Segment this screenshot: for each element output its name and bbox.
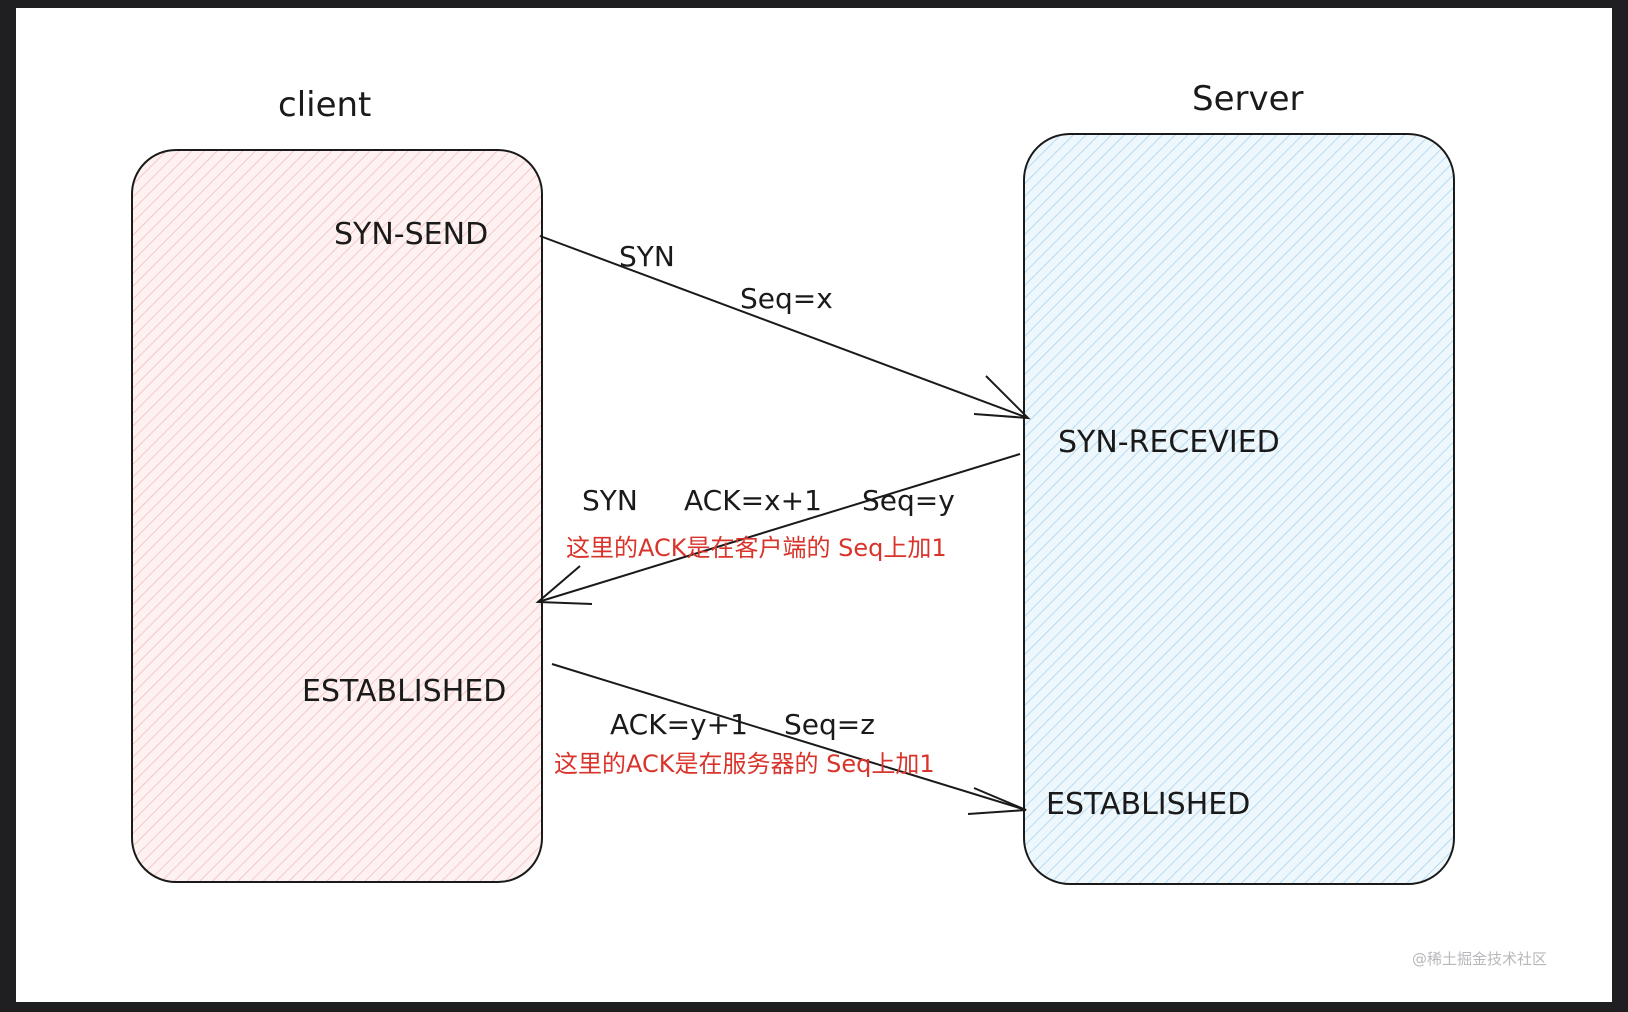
msg2-note: 这里的ACK是在客户端的 Seq上加1 [566, 534, 947, 562]
msg2-flag: SYN [582, 484, 638, 517]
server-title: Server [1192, 79, 1304, 119]
server-box [1023, 133, 1455, 885]
handshake-diagram: client Server SYN-SEND ESTABLISHED SYN-R… [131, 79, 1547, 968]
arrow-ack [551, 663, 1027, 815]
diagram-canvas: client Server SYN-SEND ESTABLISHED SYN-R… [16, 8, 1612, 1002]
client-box [131, 149, 543, 883]
watermark: @稀土掘金技术社区 [1412, 950, 1547, 968]
msg3-seq: Seq=z [784, 708, 875, 741]
server-state-syn-received: SYN-RECEVIED [1058, 425, 1280, 460]
msg2-ack: ACK=x+1 [684, 484, 822, 517]
msg3-note: 这里的ACK是在服务器的 Seq上加1 [554, 750, 935, 778]
msg3-ack: ACK=y+1 [610, 708, 748, 741]
client-state-syn-send: SYN-SEND [334, 217, 488, 252]
msg2-seq: Seq=y [862, 484, 955, 517]
server-state-established: ESTABLISHED [1046, 787, 1250, 822]
msg1-seq: Seq=x [740, 282, 833, 315]
client-title: client [278, 85, 371, 125]
client-state-established: ESTABLISHED [302, 674, 506, 709]
arrow-syn-ack [535, 453, 1021, 605]
msg1-flag: SYN [619, 240, 675, 273]
arrow-syn [539, 235, 1031, 420]
